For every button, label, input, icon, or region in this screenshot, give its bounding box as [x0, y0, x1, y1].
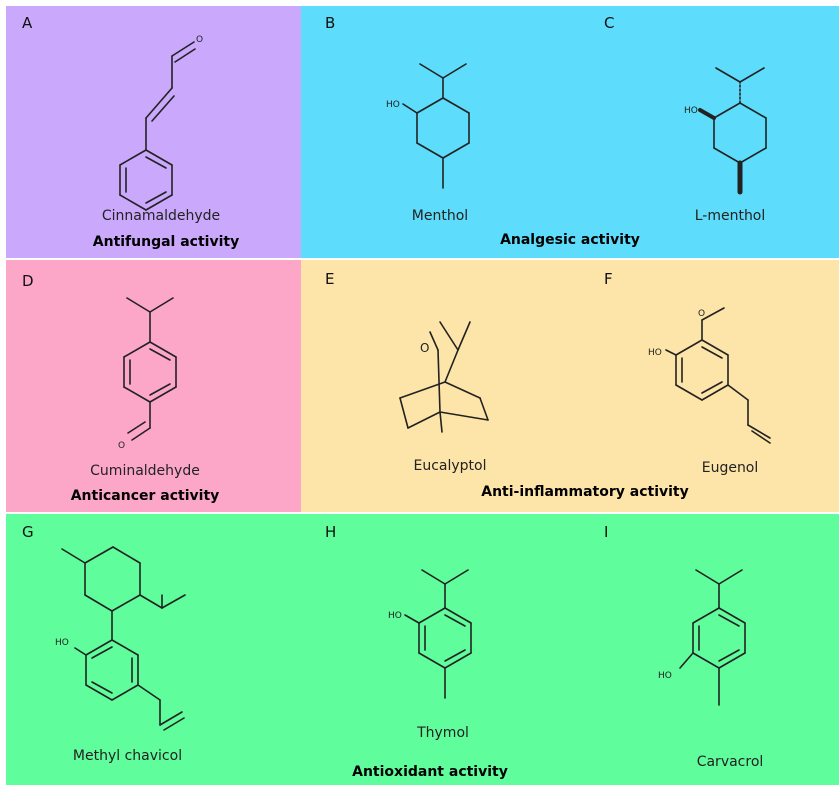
atom-label-o: O	[118, 441, 125, 451]
panel-letter-a: A	[22, 14, 33, 32]
activity-label-antioxidant: Antioxidant activity	[352, 764, 508, 780]
panel-letter-f: F	[604, 270, 613, 288]
panel-letter-d: D	[22, 272, 34, 290]
atom-label-o: O	[420, 341, 429, 355]
atom-label-ho: HO	[658, 671, 672, 681]
panel-anticancer	[6, 260, 301, 512]
panel-antiinflammatory	[301, 260, 839, 512]
structure-cuminaldehyde: O	[118, 297, 177, 451]
structure-cinnamaldehyde: O	[119, 35, 203, 211]
panel-letter-c: C	[604, 14, 615, 32]
compound-name-eucalyptol: Eucalyptol	[413, 458, 487, 474]
compound-name-eugenol: Eugenol	[701, 460, 759, 476]
activity-label-anticancer: Anticancer activity	[70, 488, 220, 504]
atom-label-ho: HO	[386, 100, 400, 110]
atom-label-ho: HO	[55, 638, 69, 648]
compound-name-cuminaldehyde: Cuminaldehyde	[90, 463, 200, 479]
panel-letter-b: B	[325, 14, 336, 32]
compound-name-thymol: Thymol	[417, 725, 469, 741]
activity-label-anti-inflammatory: Anti-inflammatory activity	[481, 484, 689, 500]
structure-l-menthol: HO	[684, 67, 767, 195]
panel-analgesic	[301, 6, 839, 258]
atom-label-o: O	[698, 309, 705, 319]
compound-name-cinnamaldehyde: Cinnamaldehyde	[101, 208, 221, 224]
atom-label-ho: HO	[684, 106, 698, 116]
panel-letter-g: G	[22, 523, 34, 541]
compound-name-menthol: Menthol	[411, 208, 469, 224]
compound-name-methyl-chavicol: Methyl chavicol	[72, 748, 183, 764]
activity-label-analgesic: Analgesic activity	[500, 232, 640, 248]
panel-antifungal	[6, 6, 301, 258]
structure-menthol: HO	[386, 63, 470, 189]
panel-antioxidant	[6, 514, 839, 785]
atom-label-o: O	[196, 35, 203, 45]
structure-methyl-chavicol: HO	[55, 546, 186, 731]
panel-letter-h: H	[325, 523, 337, 541]
activity-label-antifungal: Antifungal activity	[92, 234, 240, 250]
panel-letter-e: E	[325, 270, 335, 288]
compound-name-l-menthol: L-menthol	[694, 208, 766, 224]
compound-name-carvacrol: Carvacrol	[696, 754, 764, 770]
atom-label-ho: HO	[648, 348, 662, 358]
structure-eugenol: HO O	[648, 307, 771, 444]
panel-letter-i: I	[604, 523, 609, 541]
structure-eucalyptol: O	[399, 321, 489, 433]
atom-label-ho: HO	[388, 611, 402, 621]
